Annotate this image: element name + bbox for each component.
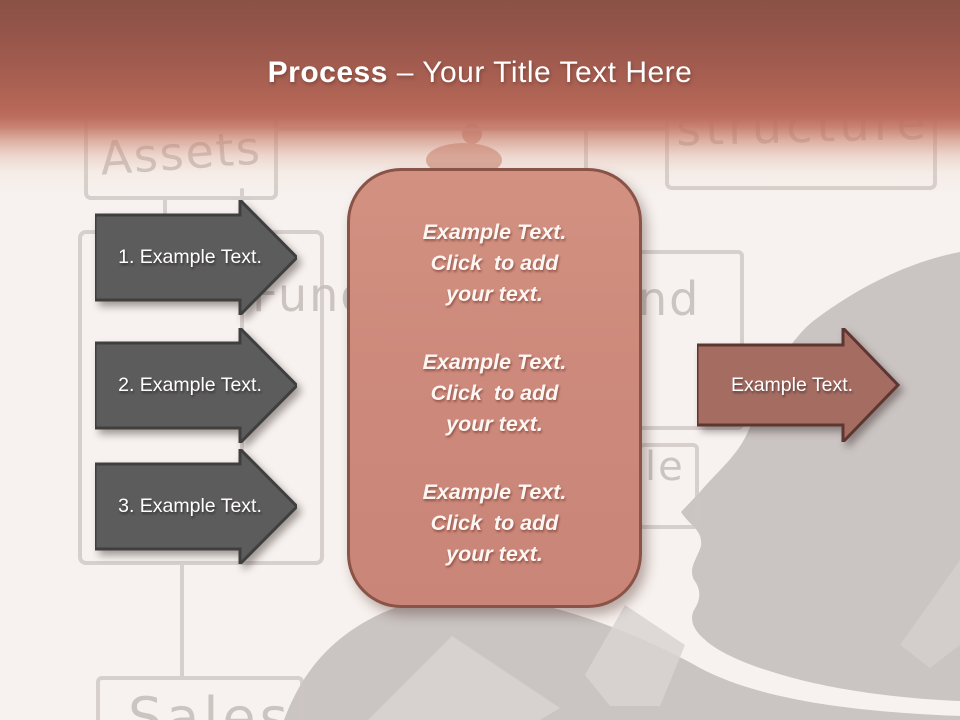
silhouette-head <box>681 252 960 701</box>
text-placeholder-3[interactable]: Example Text. Click to add your text. <box>368 477 621 570</box>
sketch-word-le: le <box>645 444 685 490</box>
placeholder-line: your text. <box>446 282 543 306</box>
step-arrow-2[interactable]: 2. Example Text. <box>95 328 297 443</box>
step-arrow-3[interactable]: 3. Example Text. <box>95 449 297 564</box>
center-text-box-content: Example Text. Click to add your text. Ex… <box>350 171 639 570</box>
arrow-right-shape <box>95 328 297 443</box>
placeholder-line: your text. <box>446 412 543 436</box>
text-placeholder-2[interactable]: Example Text. Click to add your text. <box>368 347 621 440</box>
result-arrow[interactable]: Example Text. <box>697 328 900 442</box>
slide-title-rest: – Your Title Text Here <box>396 56 693 89</box>
silhouette-highlight <box>900 560 960 668</box>
arrow-right-shape <box>95 449 297 564</box>
placeholder-line: Click to add <box>430 511 559 535</box>
step-arrow-3-label: 3. Example Text. <box>118 495 262 517</box>
placeholder-line: Example Text. <box>422 220 567 244</box>
sketch-box-sales <box>96 676 304 720</box>
slide-title: Process – Your Title Text Here <box>0 56 960 90</box>
placeholder-line: Example Text. <box>422 480 567 504</box>
sketch-word-nd: nd <box>638 272 701 326</box>
header-gradient-band <box>0 0 960 195</box>
step-arrow-2-label: 2. Example Text. <box>118 374 262 396</box>
silhouette-highlight <box>368 636 560 720</box>
step-arrow-1[interactable]: 1. Example Text. <box>95 200 297 315</box>
placeholder-line: Example Text. <box>422 350 567 374</box>
result-arrow-label: Example Text. <box>730 373 854 396</box>
center-text-box[interactable]: Example Text. Click to add your text. Ex… <box>347 168 642 608</box>
arrow-right-shape <box>95 200 297 315</box>
arrow-right-shape <box>697 328 900 442</box>
silhouette-highlight <box>585 605 685 706</box>
placeholder-line: your text. <box>446 542 543 566</box>
sketch-word-sales: Sales <box>128 686 292 720</box>
placeholder-line: Click to add <box>430 251 559 275</box>
step-arrow-1-label: 1. Example Text. <box>118 246 262 268</box>
placeholder-line: Click to add <box>430 381 559 405</box>
slide-title-emphasis: Process <box>267 56 397 89</box>
text-placeholder-1[interactable]: Example Text. Click to add your text. <box>368 217 621 310</box>
